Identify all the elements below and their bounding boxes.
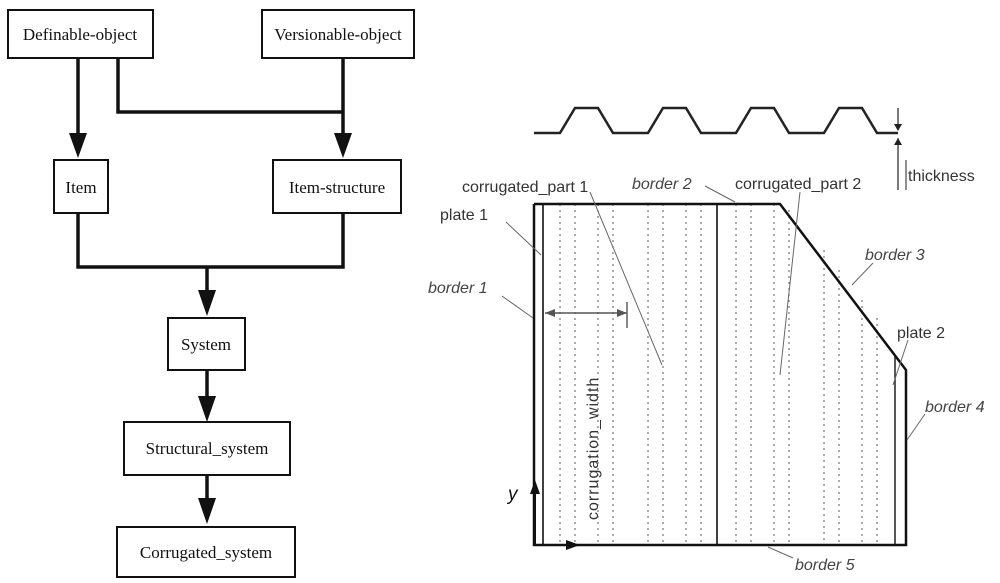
box-item-structure [272,159,402,214]
label-plate-1: plate 1 [440,207,488,224]
corrugation-width-dimension [545,302,628,328]
box-definable-object [7,9,154,59]
box-versionable-object [261,9,415,59]
label-definable-object: Definable-object [23,25,137,44]
connector-definable-to-item-structure [116,58,343,114]
label-corrugation-width: corrugation_width [585,377,602,520]
connector-item-join [76,213,345,269]
x-axis-arrowhead [566,540,580,550]
leader-border-5 [767,546,794,559]
thickness-arrow-down [894,124,902,131]
label-border-4: border 4 [925,399,985,416]
label-item-structure: Item-structure [289,178,385,197]
corrugated-profile [534,106,907,190]
arrowhead-structural [198,396,216,422]
class-hierarchy [7,9,415,578]
label-y-axis: y [506,484,519,505]
box-item [53,159,109,214]
label-corrugated-part-1: corrugated_part 1 [462,179,588,196]
label-border-3: border 3 [865,247,925,264]
box-structural-system [123,421,291,476]
class-hierarchy-labels: Definable-object Versionable-object Item… [23,25,402,562]
corrugation-profile-line [534,106,898,135]
label-versionable-object: Versionable-object [274,25,402,44]
leader-border-1 [501,295,534,319]
leader-corrugated-part-1 [589,191,663,366]
label-corrugated-system: Corrugated_system [140,543,272,562]
box-system [167,317,246,371]
corrugation-dotted-lines [559,204,878,545]
axis-arrows [530,480,580,550]
arrowhead-item-structure [334,133,352,158]
label-border-1: border 1 [428,280,488,297]
leader-border-3 [851,262,874,286]
leader-lines [501,185,926,559]
leader-border-4 [906,413,926,441]
arrowhead-corrugated [198,498,216,524]
plate-labels: thickness corrugated_part 1 border 2 cor… [428,168,985,574]
label-item: Item [65,178,96,197]
label-border-5: border 5 [795,557,855,574]
leader-plate-2 [892,339,909,386]
leader-border-2 [704,185,736,203]
leader-corrugated-part-2 [779,191,801,376]
y-axis-arrowhead [530,480,540,494]
label-structural-system: Structural_system [146,439,269,458]
box-corrugated-system [116,526,296,578]
label-corrugated-part-2: corrugated_part 2 [735,176,861,193]
arrowhead-item [69,133,87,158]
arrowhead-system [198,290,216,316]
label-plate-2: plate 2 [897,325,945,342]
leader-plate-1 [505,221,542,256]
label-thickness: thickness [908,168,975,185]
label-system: System [181,335,231,354]
label-border-2: border 2 [632,176,692,193]
thickness-arrow-up [894,138,902,145]
